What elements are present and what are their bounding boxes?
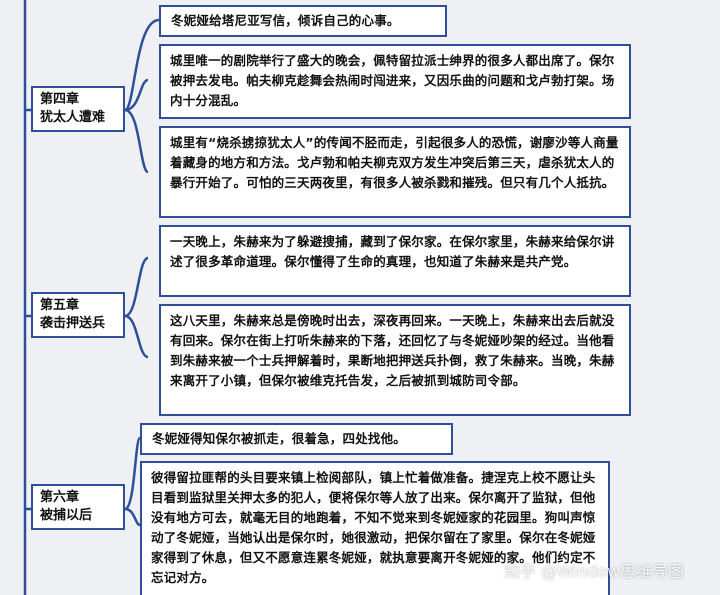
chapter-4-note-1[interactable]: 冬妮娅给塔尼亚写信，倾诉自己的心事。 (159, 5, 447, 37)
branch-line (124, 314, 149, 359)
chapter-6-note-1[interactable]: 冬妮娅得知保尔被抓走，很着急，四处找他。 (140, 423, 453, 455)
branch-line (124, 78, 149, 112)
chapter-4-note-2[interactable]: 城里唯一的剧院举行了盛大的晚会，佩特留拉派士绅界的很多人都出席了。保尔被押去发电… (159, 44, 631, 119)
chapter-6-node[interactable]: 第六章 被捕以后 (31, 484, 125, 530)
chapter-subtitle: 犹太人遭难 (40, 110, 106, 125)
chapter-5-node[interactable]: 第五章 袭击押送兵 (31, 292, 125, 338)
chapter-6-note-2[interactable]: 彼得留拉匪帮的头目要来镇上检阅部队，镇上忙着做准备。捷涅克上校不愿让头目看到监狱… (140, 461, 610, 595)
watermark: 知乎 @Window思维导图 (504, 562, 685, 581)
chapter-title: 第四章 (40, 92, 80, 107)
chapter-4-node[interactable]: 第四章 犹太人遭难 (31, 86, 125, 132)
chapter-5-note-2[interactable]: 这八天里，朱赫来总是傍晚时出去，深夜再回来。一天晚上，朱赫来出去后就没有回来。保… (159, 304, 631, 416)
branch-line (124, 507, 141, 527)
chapter-4-note-3[interactable]: 城里有“烧杀掳掠犹太人”的传闻不胫而走，引起很多人的恐慌，谢廖沙等人商量着藏身的… (159, 126, 631, 218)
branch-line (124, 256, 149, 318)
chapter-5-note-1[interactable]: 一天晚上，朱赫来为了躲避搜捕，藏到了保尔家。在保尔家里，朱赫来给保尔讲述了很多革… (159, 225, 631, 297)
chapter-title: 第五章 (40, 298, 80, 313)
chapter-subtitle: 被捕以后 (40, 508, 93, 523)
branch-line (124, 108, 150, 174)
chapter-title: 第六章 (40, 490, 80, 505)
chapter-subtitle: 袭击押送兵 (40, 316, 106, 331)
branch-line (123, 18, 160, 112)
branch-line (124, 436, 142, 511)
